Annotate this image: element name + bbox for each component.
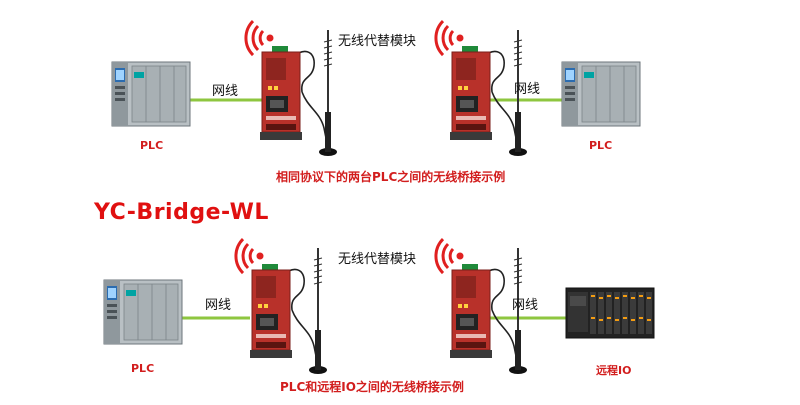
top-cable-right-label: 网线 xyxy=(514,82,541,97)
top-wireless-label: 无线代替模块 xyxy=(338,34,417,49)
top-wifi-signal-left-icon xyxy=(244,19,275,57)
top-plc-right-icon xyxy=(561,61,641,127)
top-plc-left-icon xyxy=(111,61,191,127)
top-cable-left-label: 网线 xyxy=(212,84,239,99)
bottom-wifi-signal-left-icon xyxy=(234,237,265,275)
bottom-plc-left-icon xyxy=(103,279,183,345)
top-wifi-signal-right-icon xyxy=(434,19,465,57)
bottom-device-right-label: 远程IO xyxy=(596,364,632,377)
bottom-wifi-signal-right-icon xyxy=(434,237,465,275)
bottom-device-left-label: PLC xyxy=(131,362,155,375)
bottom-wireless-label: 无线代替模块 xyxy=(338,252,417,267)
top-device-left-label: PLC xyxy=(140,139,164,152)
bottom-caption: PLC和远程IO之间的无线桥接示例 xyxy=(280,380,464,394)
bottom-cable-left-label: 网线 xyxy=(205,298,232,313)
brand-title: YC-Bridge-WL xyxy=(94,200,269,225)
top-bridge-module-left-icon xyxy=(259,29,338,157)
bottom-remote-io-icon xyxy=(565,287,655,339)
top-device-right-label: PLC xyxy=(589,139,613,152)
bottom-cable-right-label: 网线 xyxy=(512,298,539,313)
top-caption: 相同协议下的两台PLC之间的无线桥接示例 xyxy=(276,170,506,184)
bottom-bridge-module-left-icon xyxy=(249,247,328,375)
